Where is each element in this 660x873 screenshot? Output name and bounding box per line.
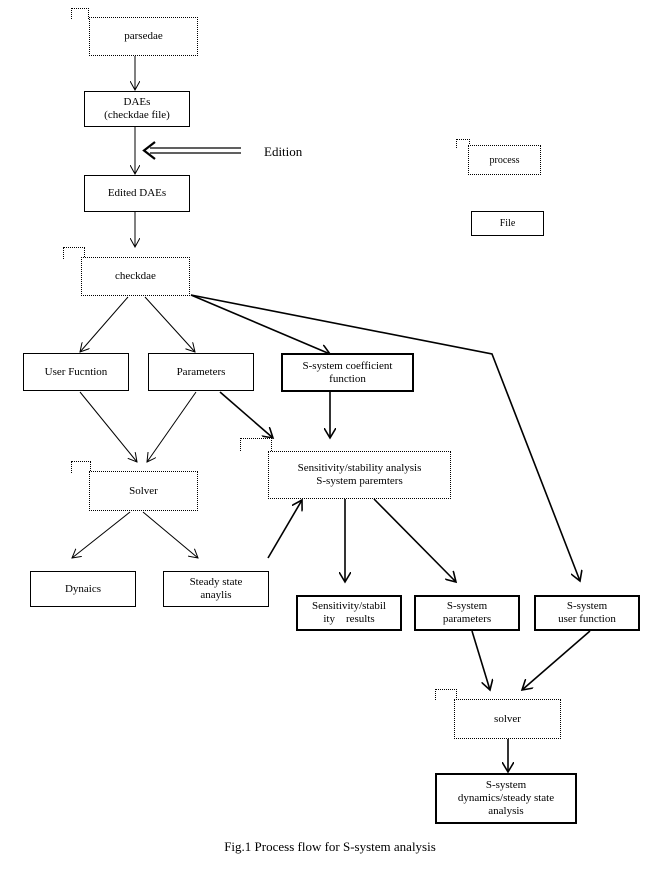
arrow-steady-sensitivity [267,500,302,559]
arrow-checkdae-ssuserfunction [190,294,580,581]
arrow-sensitivity-ssparameters [373,498,456,582]
sensitivity-tab [240,438,272,451]
sens-results-file: Sensitivity/stabil ity results [296,595,402,631]
arrow-solver-dynamics [72,511,131,558]
sensitivity-process: Sensitivity/stability analysis S-system … [268,451,451,499]
ss-parameters-label-line1: S-system [446,600,488,612]
ss-parameters-file: S-system parameters [414,595,520,631]
steady-state-file: Steady state anaylis [163,571,269,607]
arrow-parameters-sensitivity [219,391,273,438]
daes-label-line2: (checkdae file) [104,109,170,121]
solver1-process: Solver [89,471,198,511]
sens-results-label-line2: ity results [323,613,375,625]
dynamics-label: Dynaics [64,582,102,595]
solver2-tab [435,689,457,700]
ssystem-coeff-label-line1: S-system coefficient [302,359,393,372]
solver2-process: solver [454,699,561,739]
arrow-userfunction-solver [79,391,137,462]
solver1-label: Solver [129,484,158,497]
ss-dynamics-file: S-system dynamics/steady state analysis [435,773,577,824]
arrow-checkdae-parameters [144,296,195,352]
checkdae-tab [63,247,85,259]
solver1-tab [71,461,91,473]
arrow-checkdae-coeff [190,294,330,354]
user-function-label: User Fucntion [44,365,108,378]
sensitivity-label-line2: S-system paremters [316,475,403,487]
edition-label: Edition [264,144,303,159]
sensitivity-label-line1: Sensitivity/stability analysis [297,462,422,474]
ssystem-coeff-file: S-system coefficient function [281,353,414,392]
sens-results-label-line1: Sensitivity/stabil [312,600,386,612]
dynamics-file: Dynaics [30,571,136,607]
edited-daes-label: Edited DAEs [107,187,167,199]
edition-arrow-head [142,141,156,160]
solver2-label: solver [494,712,521,725]
arrow-solver-steady [142,511,198,558]
legend-process-box: process [468,145,541,175]
ss-user-function-label-line1: S-system [566,600,608,612]
ss-user-function-file: S-system user function [534,595,640,631]
arrow-ssuserfunction-solver [522,630,591,690]
figure-caption: Fig.1 Process flow for S-system analysis [224,839,436,854]
user-function-file: User Fucntion [23,353,129,391]
arrow-parameters-solver [147,391,197,462]
parameters-label: Parameters [176,365,226,378]
ss-dynamics-label-line2: dynamics/steady state [457,792,555,804]
parsedae-tab [71,8,89,19]
ss-dynamics-label-line1: S-system [485,779,527,791]
daes-label-line1: DAEs [123,96,151,108]
legend-file-box: File [471,211,544,236]
daes-file: DAEs (checkdae file) [84,91,190,127]
ss-user-function-label-line2: user function [558,613,616,625]
ssystem-coeff-label-line2: function [329,372,366,385]
parsedae-process: parsedae [89,17,198,56]
legend-process-label: process [489,154,520,166]
legend-file-label: File [499,218,516,229]
ss-parameters-label-line2: parameters [442,613,492,625]
arrow-checkdae-userfunction [80,296,129,352]
checkdae-process: checkdae [81,257,190,296]
steady-state-label-line2: anaylis [200,589,232,601]
ss-dynamics-label-line3: analysis [488,805,524,817]
parameters-file: Parameters [148,353,254,391]
arrow-ssparameters-solver [471,630,490,690]
parsedae-label: parsedae [124,30,163,42]
checkdae-label: checkdae [115,270,156,282]
legend-process-tab [456,139,470,148]
steady-state-label-line1: Steady state [189,576,243,588]
edited-daes-file: Edited DAEs [84,175,190,212]
